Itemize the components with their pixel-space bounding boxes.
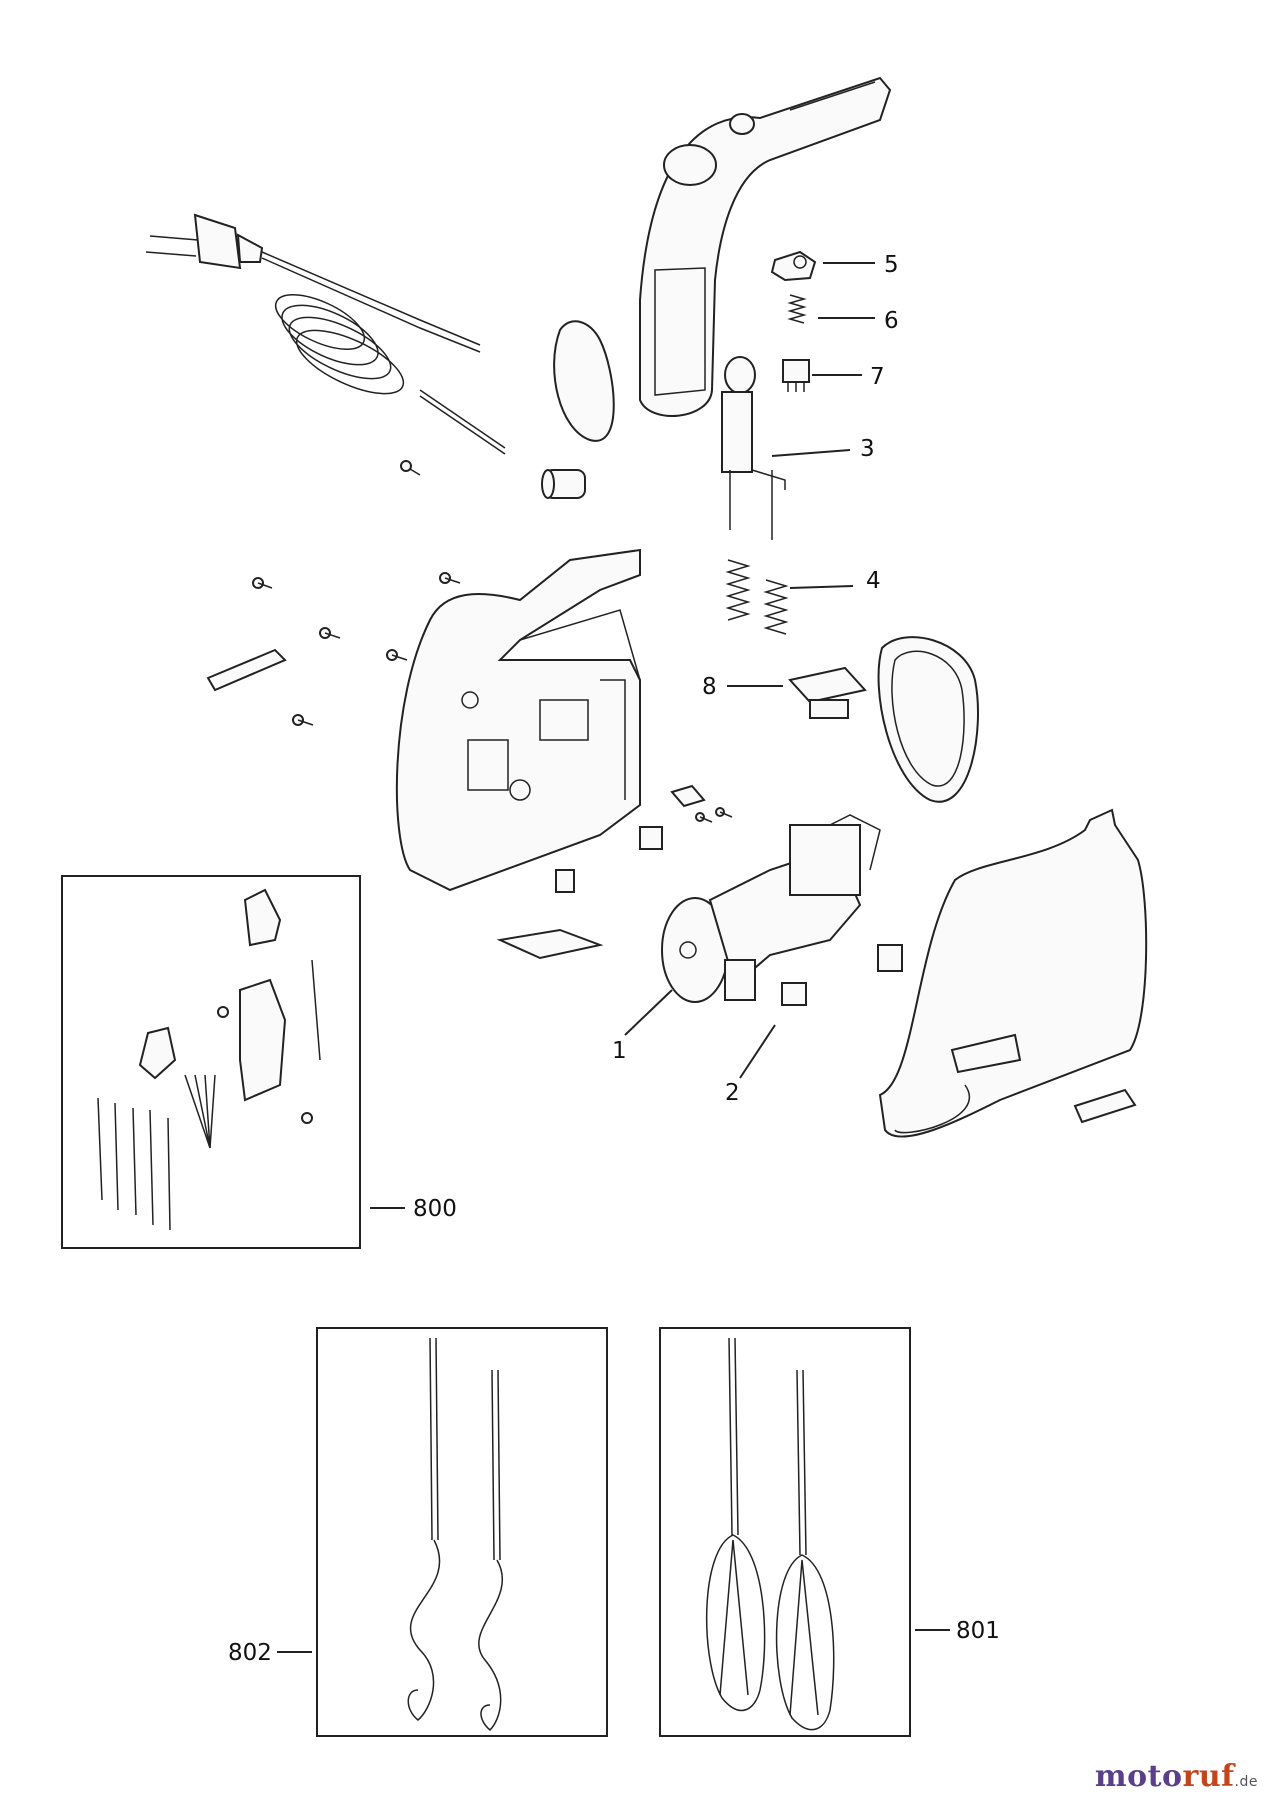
box-802 bbox=[316, 1327, 608, 1737]
leader-lines bbox=[277, 262, 950, 1653]
brush-right bbox=[877, 944, 903, 972]
watermark-logo: motoruf.de bbox=[1095, 1759, 1258, 1794]
handle-housing-top bbox=[639, 76, 892, 417]
kit-800-contents bbox=[97, 888, 321, 1231]
insulation-sheet bbox=[496, 928, 604, 960]
callout-1: 1 bbox=[612, 1038, 627, 1064]
cord-strain-relief bbox=[541, 469, 586, 499]
ejector-button bbox=[206, 648, 287, 692]
watermark-part3: .de bbox=[1234, 1774, 1258, 1790]
watermark-part2: ruf bbox=[1182, 1759, 1235, 1794]
part-8-suppressor bbox=[788, 666, 867, 719]
screws-group bbox=[252, 572, 461, 726]
terminal-block bbox=[670, 784, 706, 808]
watermark-part1: moto bbox=[1094, 1759, 1183, 1794]
callout-8: 8 bbox=[702, 674, 717, 700]
part-6-spring bbox=[787, 294, 807, 324]
callout-802: 802 bbox=[228, 1640, 272, 1666]
callout-800: 800 bbox=[413, 1196, 457, 1222]
screw-pair bbox=[695, 807, 733, 823]
main-housing-left bbox=[395, 548, 641, 892]
collar-ring bbox=[877, 636, 979, 803]
callout-2: 2 bbox=[725, 1080, 740, 1106]
beaters bbox=[705, 1337, 835, 1731]
side-cap-oval bbox=[553, 320, 615, 442]
brush-holder bbox=[639, 826, 663, 850]
power-cord-plug bbox=[145, 213, 506, 455]
callout-4: 4 bbox=[866, 568, 881, 594]
dough-hooks bbox=[407, 1337, 504, 1732]
part-4-springs bbox=[725, 559, 789, 635]
part-7-microswitch bbox=[782, 359, 810, 392]
callout-5: 5 bbox=[884, 252, 899, 278]
part-1-motor bbox=[661, 814, 881, 1003]
small-pad bbox=[555, 869, 575, 893]
part-2-brush bbox=[781, 982, 807, 1006]
part-3-slider bbox=[721, 356, 786, 540]
part-5-switch-knob bbox=[770, 250, 817, 282]
speed-button-cover bbox=[1073, 1088, 1137, 1124]
main-housing-right bbox=[878, 808, 1148, 1138]
callout-3: 3 bbox=[860, 436, 875, 462]
callout-801: 801 bbox=[956, 1618, 1000, 1644]
screw-icon bbox=[400, 460, 421, 476]
box-800 bbox=[61, 875, 361, 1249]
callout-6: 6 bbox=[884, 308, 899, 334]
box-801 bbox=[659, 1327, 911, 1737]
callout-7: 7 bbox=[870, 364, 885, 390]
